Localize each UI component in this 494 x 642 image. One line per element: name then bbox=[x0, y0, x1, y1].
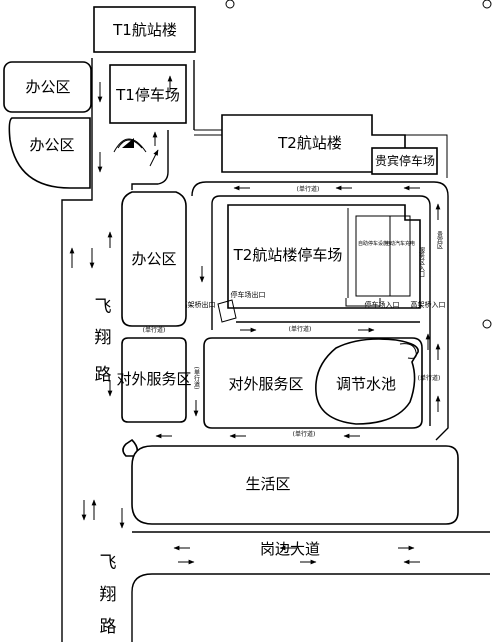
avenue-label: 岗边大道 bbox=[260, 540, 320, 558]
vip-connector bbox=[405, 134, 448, 178]
roundabout-icon bbox=[113, 138, 147, 153]
office-area-blob-label: 办公区 bbox=[29, 136, 74, 154]
t2-ring-road-inner bbox=[211, 195, 431, 330]
road-label-lower-2: 翔 bbox=[100, 585, 117, 605]
elevated-entry-label: 高架桥入口 bbox=[411, 300, 446, 309]
external-service-main-label: 对外服务区 bbox=[228, 375, 303, 393]
roundabout-icon bbox=[122, 138, 134, 148]
mechanical-label: 电动汽车充电 bbox=[385, 240, 415, 247]
road-label-lower-3: 路 bbox=[100, 617, 117, 637]
t2-ring-road-outer bbox=[191, 181, 449, 330]
terminal-connector bbox=[194, 129, 222, 136]
vip-parking-lot[interactable] bbox=[371, 147, 438, 175]
vip-side-road-label: 贵宾区 bbox=[436, 230, 443, 249]
road-label-upper-2: 翔 bbox=[95, 328, 112, 348]
road-label-upper-1: 飞 bbox=[95, 297, 112, 317]
one-way-label-left: (单行道) bbox=[143, 326, 166, 334]
external-service-left-label: 对外服务区 bbox=[116, 370, 191, 388]
living-area-label: 生活区 bbox=[245, 475, 290, 493]
office-area-top-label: 办公区 bbox=[25, 78, 70, 96]
pond-inlet bbox=[399, 343, 417, 359]
road-label-upper-3: 路 bbox=[95, 365, 112, 385]
one-way-label-mid: (单行道) bbox=[289, 325, 312, 333]
parking-internal-line bbox=[347, 208, 411, 298]
direction-arrows bbox=[69, 75, 441, 565]
one-way-label-top: (单行道) bbox=[297, 185, 320, 193]
registration-mark bbox=[225, 0, 235, 9]
living-area[interactable] bbox=[131, 445, 459, 525]
vip-parking-label: 贵宾停车场 bbox=[375, 153, 435, 168]
parking-entry-label: 停车场入口 bbox=[365, 300, 400, 309]
one-way-label-bottom: (单行道) bbox=[293, 430, 316, 438]
office-area-left-label: 办公区 bbox=[131, 250, 176, 268]
parking-exit-label: 停车场出口 bbox=[231, 290, 266, 299]
regulating-pond[interactable] bbox=[315, 338, 419, 425]
road-edge bbox=[61, 58, 93, 642]
parking-entry-gate[interactable] bbox=[345, 298, 381, 307]
t1-parking-label: T1停车场 bbox=[115, 86, 180, 104]
t2-terminal-label: T2航站楼 bbox=[277, 134, 342, 152]
parking-exit-ramp[interactable] bbox=[217, 299, 237, 323]
road-edge bbox=[131, 130, 169, 190]
t1-terminal-label: T1航站楼 bbox=[112, 21, 177, 39]
avenue-edge bbox=[131, 573, 490, 642]
one-way-label-service: (单行道) bbox=[193, 367, 200, 390]
t1-parking-lot[interactable] bbox=[109, 64, 187, 124]
road-right bbox=[435, 330, 449, 441]
one-way-label-right: (单行道) bbox=[418, 374, 441, 382]
office-area-top[interactable] bbox=[3, 61, 92, 113]
external-service-left[interactable] bbox=[121, 337, 187, 423]
office-area-left[interactable] bbox=[121, 191, 187, 327]
registration-mark bbox=[482, 0, 492, 9]
t2-parking-lot[interactable] bbox=[227, 204, 421, 309]
t2-parking-label: T2航站楼停车场 bbox=[233, 246, 343, 264]
elevated-exit-label: 高架桥出口 bbox=[181, 300, 216, 309]
road-label-lower-1: 飞 bbox=[100, 553, 117, 573]
service-entry-label: 服务区入口 bbox=[418, 247, 425, 278]
t1-terminal-building[interactable] bbox=[93, 6, 196, 53]
self-service-label: 自助停车设施 bbox=[358, 240, 388, 247]
office-area-blob[interactable] bbox=[8, 117, 91, 189]
registration-mark bbox=[482, 319, 492, 329]
pond-label: 调节水池 bbox=[336, 375, 396, 393]
roundabout-icon bbox=[117, 139, 143, 149]
